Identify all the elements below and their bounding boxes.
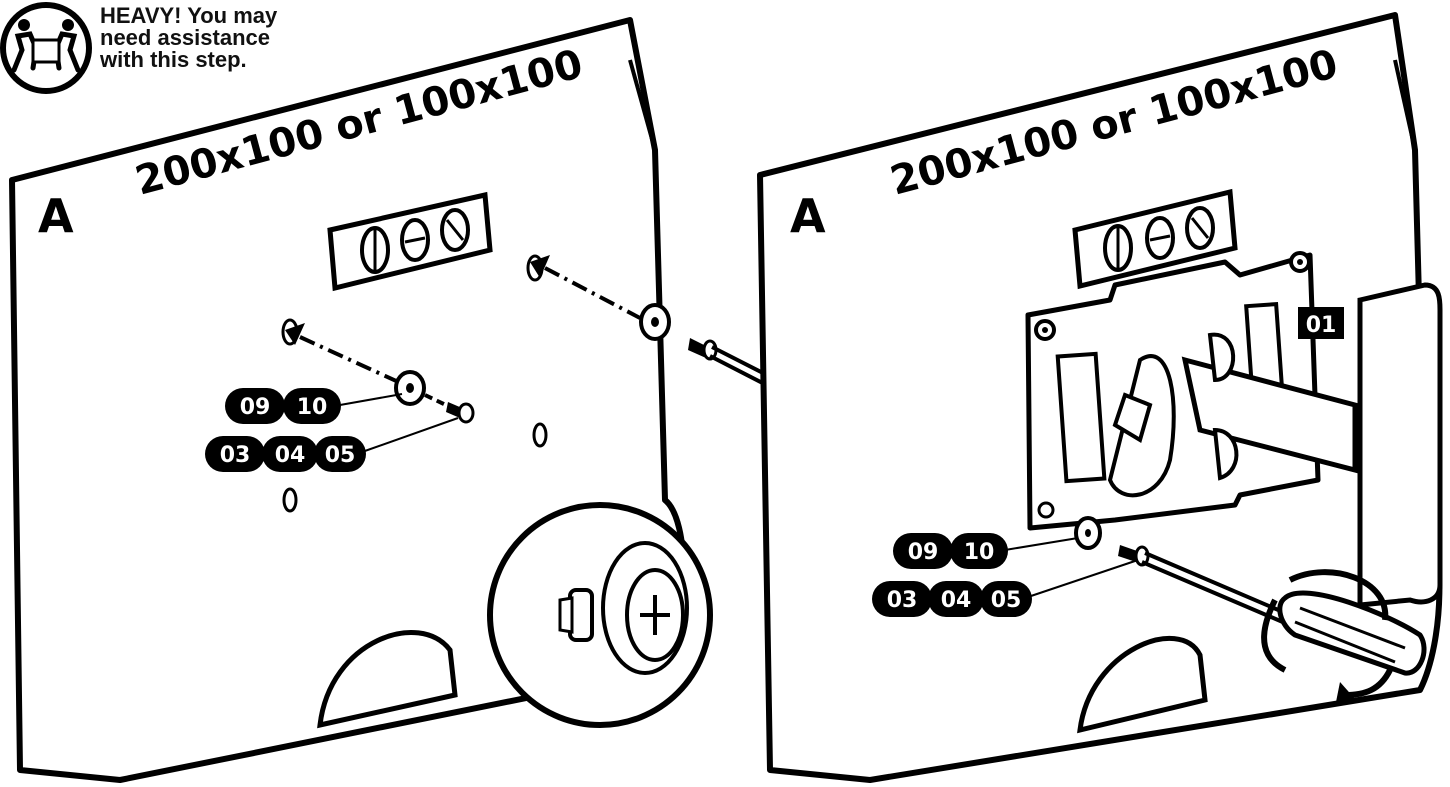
left-washer [394,370,426,406]
warning-line-1: HEAVY! You may [100,3,278,28]
svg-text:03: 03 [220,443,251,468]
svg-text:09: 09 [908,540,939,565]
lower-screwdriver [1074,516,1427,702]
left-panel-letter: A [38,189,74,243]
svg-text:04: 04 [275,443,306,468]
right-washer-part-pills: 09 10 [893,533,1008,569]
svg-text:01: 01 [1306,313,1337,338]
left-screw [446,402,475,424]
right-button-strip [1072,188,1238,290]
warning-line-3: with this step. [99,47,247,72]
svg-text:03: 03 [887,588,918,613]
left-washer-part-pill: 09 [225,388,285,424]
warning-line-2: need assistance [100,25,270,50]
mount-arm [1107,332,1358,498]
right-screw-part-pills: 03 04 05 [872,581,1032,617]
svg-text:05: 05 [325,443,356,468]
left-monitor-back-panel [9,17,713,783]
left-screw-part-pill: 04 [262,436,318,472]
right-panel-letter: A [790,189,826,243]
left-screw-part-pill: 05 [314,436,366,472]
middle-washer [639,303,671,341]
right-washer-part-pill: 09 [893,533,953,569]
left-screw-part-pills: 03 04 05 [205,436,366,472]
right-monitor-back-panel [757,12,1443,783]
bracket-part-tag: 01 [1298,307,1344,339]
right-screw-part-pill: 04 [928,581,984,617]
svg-text:04: 04 [941,588,972,613]
heavy-warning: HEAVY! You may need assistance with this… [0,2,278,94]
svg-text:05: 05 [991,588,1022,613]
right-washer-part-pill: 10 [950,533,1008,569]
left-screw-part-pill: 03 [205,436,265,472]
wall-plate [1357,282,1443,608]
screw-detail-inset [487,502,713,728]
svg-text:09: 09 [240,395,271,420]
svg-text:10: 10 [964,540,995,565]
left-washer-part-pills: 09 10 [225,388,341,424]
svg-text:10: 10 [297,395,328,420]
left-button-strip [327,191,493,292]
right-washer [1074,516,1102,550]
two-person-lift-icon [0,2,92,94]
right-screw-part-pill: 03 [872,581,932,617]
left-washer-part-pill: 10 [283,388,341,424]
right-screw-part-pill: 05 [980,581,1032,617]
